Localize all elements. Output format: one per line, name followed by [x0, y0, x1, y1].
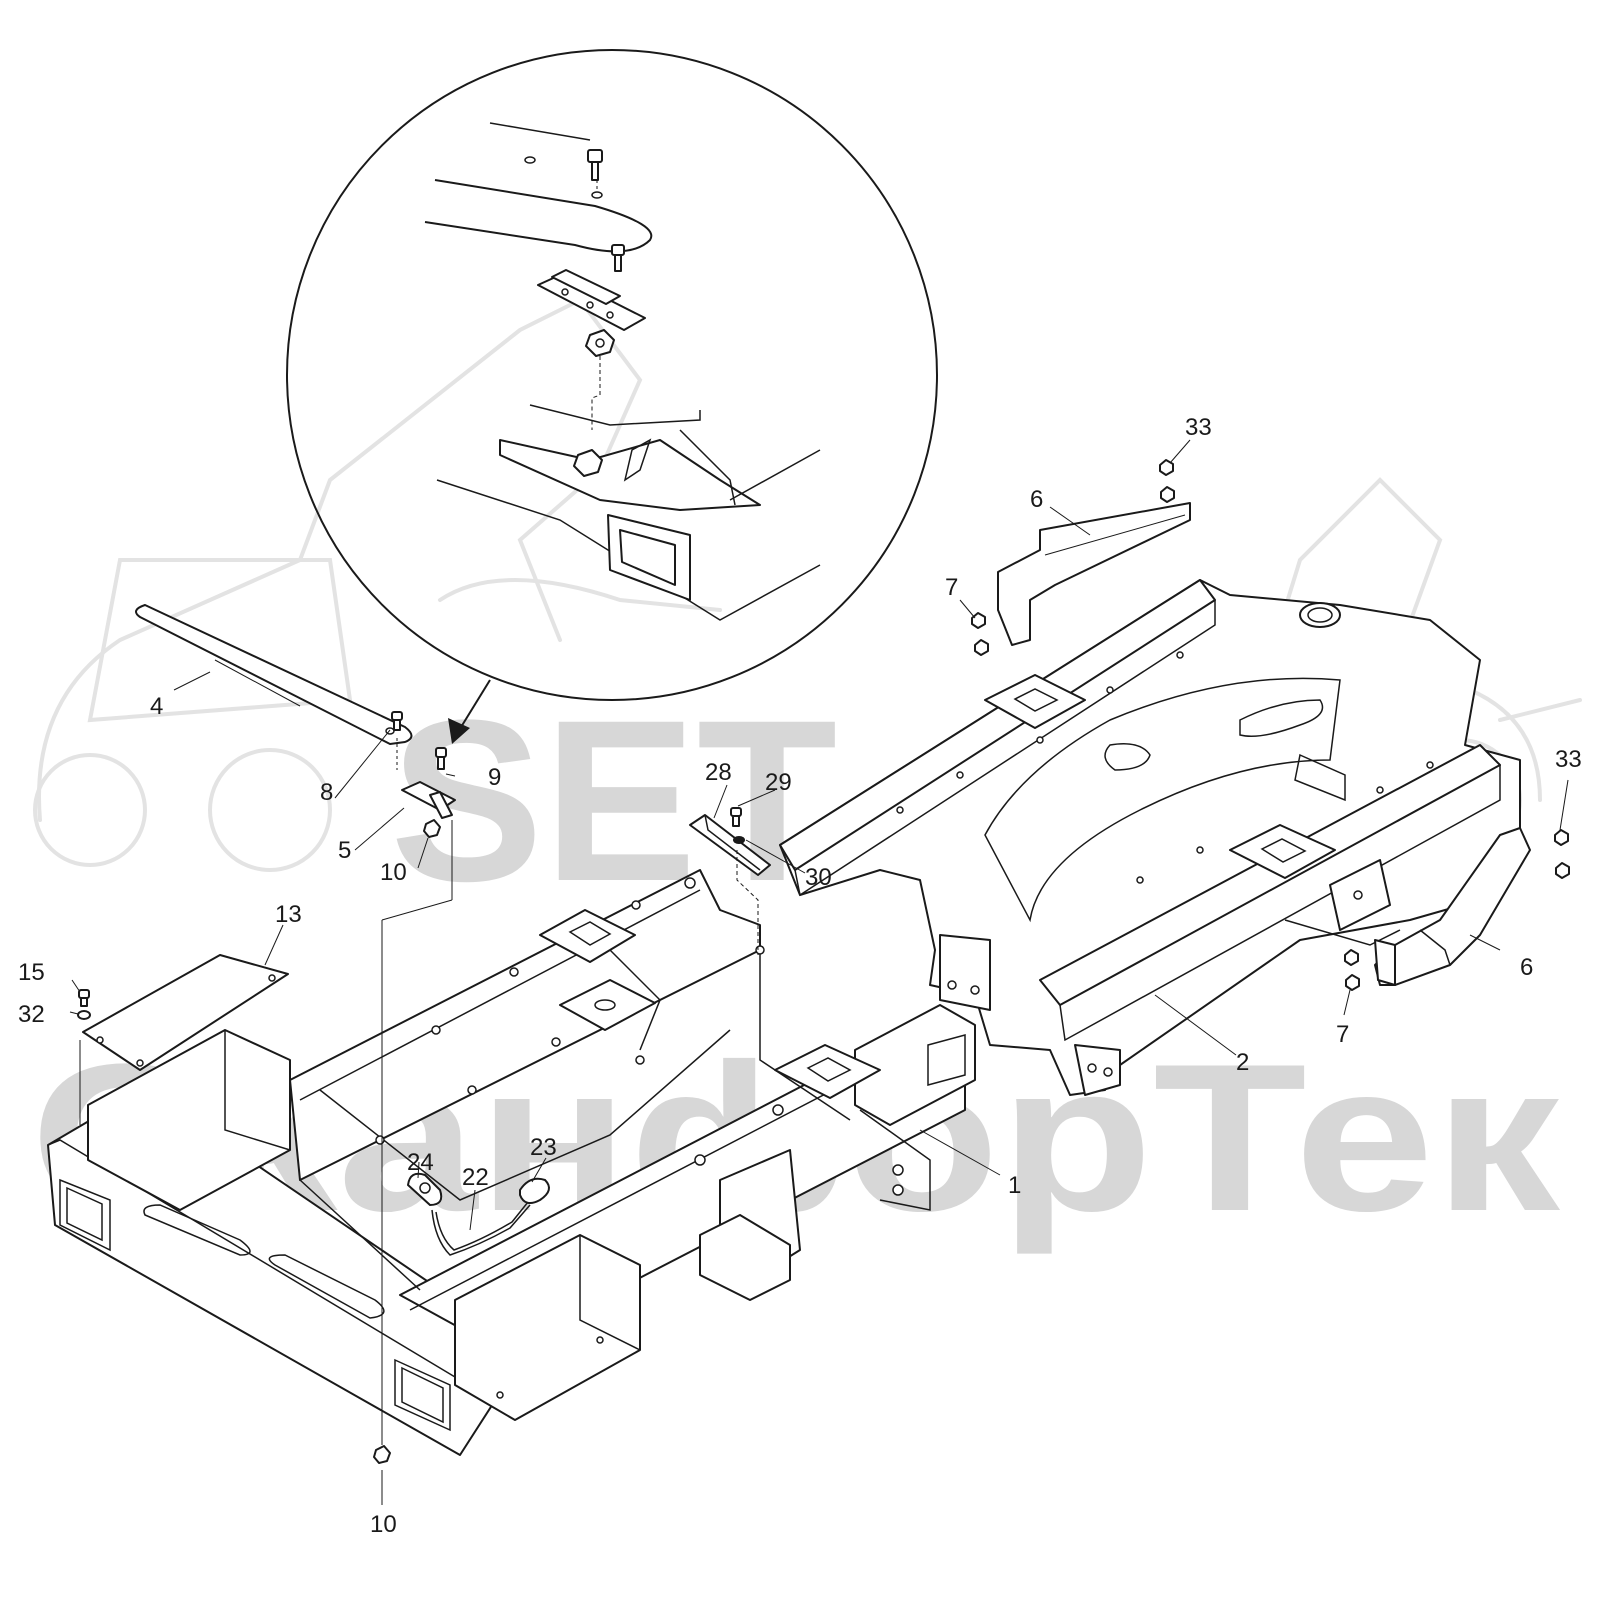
part-33-bolt-icon-upper-a: [1159, 459, 1174, 476]
inset-bolt-icon: [587, 149, 603, 181]
callout-7-upper: 7: [945, 574, 958, 601]
callout-labels: 1 2 4 5 6 6 7 7 8 9 10 10 13 15 22 23 24…: [18, 414, 1582, 1538]
part-1-mount-plate-a: [539, 909, 636, 963]
part-6-lower-bracket: [1374, 827, 1531, 986]
part-22-chain: [431, 1201, 531, 1256]
part-6-upper-bracket: [997, 502, 1191, 646]
callout-29: 29: [765, 769, 792, 796]
part-9-bolt-icon: [435, 747, 447, 770]
watermark-logo-text: SET: [390, 672, 837, 929]
watermark-excavator-silhouette: [33, 297, 1582, 872]
part-5-hinge: [401, 781, 456, 819]
callout-1: 1: [1008, 1172, 1021, 1199]
inset-nut-icon: [585, 329, 615, 357]
detail-circle: [286, 49, 938, 701]
callout-5: 5: [338, 837, 351, 864]
callout-9: 9: [488, 764, 501, 791]
callout-33-right: 33: [1555, 746, 1582, 773]
part-7-bolt-icon-upper-b: [974, 639, 989, 656]
part-2-boom-pivot: [1299, 602, 1341, 628]
callout-30: 30: [805, 864, 832, 891]
inset-frame-plate: [499, 439, 761, 511]
part-28-bracket: [689, 814, 771, 876]
inset-hinge: [537, 269, 646, 331]
part-7-bolt-icon-lower-a: [1344, 949, 1359, 966]
inset-weld-nut-icon: [573, 449, 603, 477]
part-2-mount-plate-a: [984, 674, 1086, 729]
callout-8: 8: [320, 779, 333, 806]
part-1-mount-plate-b: [559, 979, 656, 1031]
part-24-shackle-icon: [407, 1172, 443, 1206]
part-1-mount-plate-c: [774, 1044, 881, 1099]
callout-10-lower: 10: [370, 1511, 397, 1538]
callout-4: 4: [150, 693, 163, 720]
callout-22: 22: [462, 1164, 489, 1191]
callout-2: 2: [1236, 1049, 1249, 1076]
callout-7-lower: 7: [1336, 1021, 1349, 1048]
callout-6-lower: 6: [1520, 954, 1533, 981]
part-2-mount-plate-b: [1229, 824, 1336, 879]
inset-hinge-bolt-icon: [611, 244, 625, 272]
part-33-bolt-icon-right-a: [1554, 829, 1569, 846]
callout-24: 24: [407, 1149, 434, 1176]
callout-28: 28: [705, 759, 732, 786]
callout-13: 13: [275, 901, 302, 928]
callout-33-upper: 33: [1185, 414, 1212, 441]
inset-cover-panel: [424, 179, 653, 253]
part-4-hood-strip: [135, 604, 413, 745]
callout-10-upper: 10: [380, 859, 407, 886]
part-29-bolt-icon: [730, 807, 742, 827]
part-15-bolt-icon: [78, 989, 90, 1007]
leader-lines: [69, 439, 1569, 1505]
part-7-bolt-icon-lower-b: [1345, 974, 1360, 991]
callout-23: 23: [530, 1134, 557, 1161]
part-10-lower-nut-icon: [373, 1445, 391, 1464]
part-32-washer-icon: [77, 1010, 91, 1020]
detail-inset: [286, 49, 938, 701]
part-23-chain-link-icon: [519, 1177, 550, 1205]
part-1-pin-bracket: [699, 1149, 801, 1301]
part-33-bolt-icon-right-b: [1555, 862, 1570, 879]
part-1-lower-frame: [47, 869, 976, 1456]
part-2-upper-frame: [779, 579, 1521, 1096]
part-33-bolt-icon-upper-b: [1160, 486, 1175, 503]
callout-32: 32: [18, 1001, 45, 1028]
part-7-bolt-icon-upper-a: [971, 612, 986, 629]
part-10-nut-icon: [423, 819, 441, 838]
part-30-washer-icon: [733, 836, 745, 844]
detail-pointer-arrow: [448, 679, 491, 744]
part-13-cover-plate: [82, 954, 289, 1071]
part-8-bolt-icon: [391, 711, 403, 731]
inset-lifting-eye: [607, 514, 691, 601]
callout-15: 15: [18, 959, 45, 986]
callout-6-upper: 6: [1030, 486, 1043, 513]
